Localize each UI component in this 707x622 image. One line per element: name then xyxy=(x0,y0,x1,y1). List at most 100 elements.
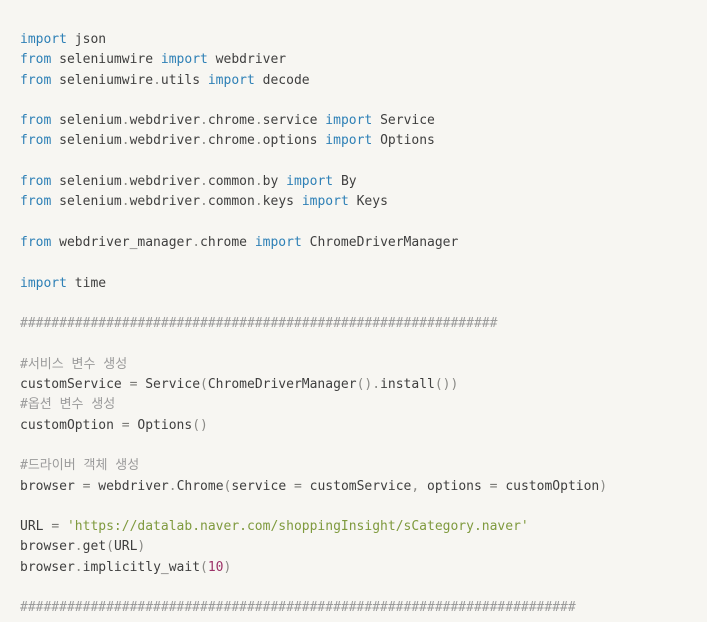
code-token-id: customService xyxy=(301,478,412,494)
code-token-punc: . xyxy=(254,194,263,210)
code-blank-line xyxy=(20,213,707,233)
code-line: URL = 'https://datalab.naver.com/shoppin… xyxy=(20,517,707,537)
code-token-str: 'https://datalab.naver.com/shoppingInsig… xyxy=(66,519,529,535)
code-token-id: implicitly_wait xyxy=(82,559,201,575)
code-token-op: = xyxy=(293,478,302,494)
code-token-kw: from xyxy=(20,72,52,88)
code-line: import time xyxy=(20,274,707,294)
code-token-punc: . xyxy=(200,113,208,129)
code-token-id: Chrome xyxy=(176,478,224,494)
code-token-punc: ( xyxy=(200,377,208,393)
code-token-kw: from xyxy=(20,52,52,68)
code-blank-line xyxy=(20,91,707,111)
code-token-id: webdriver xyxy=(129,113,201,129)
code-token-punc: . xyxy=(121,174,130,190)
code-token-kw: from xyxy=(20,194,52,210)
code-line: ########################################… xyxy=(20,314,707,334)
code-token-id: Service xyxy=(137,377,201,393)
code-token-num: 10 xyxy=(207,559,224,575)
code-token-id: seleniumwire xyxy=(51,72,154,88)
code-token-punc: . xyxy=(121,113,130,129)
code-token-id: chrome xyxy=(200,234,255,250)
code-line: from selenium.webdriver.chrome.options i… xyxy=(20,131,707,151)
code-token-id: browser xyxy=(20,559,75,575)
code-token-com: #옵션 변수 생성 xyxy=(20,397,116,413)
code-token-kw: import xyxy=(325,133,373,149)
code-token-punc: ( xyxy=(223,478,232,494)
code-token-id: Service xyxy=(372,113,435,129)
code-token-punc: . xyxy=(121,194,130,210)
code-line: from selenium.webdriver.common.keys impo… xyxy=(20,192,707,212)
code-line: from selenium.webdriver.common.by import… xyxy=(20,172,707,192)
code-token-id: webdriver xyxy=(207,52,287,68)
code-token-punc: . xyxy=(200,133,208,149)
code-token-id: browser xyxy=(20,478,83,494)
code-token-hash: ########################################… xyxy=(20,600,576,616)
code-token-punc: . xyxy=(200,174,208,190)
code-line: ########################################… xyxy=(20,598,707,618)
code-token-id xyxy=(59,519,67,534)
code-blank-line xyxy=(20,152,707,172)
code-line: customService = Service(ChromeDriverMana… xyxy=(20,375,707,395)
code-token-id: URL xyxy=(113,539,138,555)
code-token-kw: from xyxy=(20,113,52,129)
code-token-punc: () xyxy=(192,417,208,433)
code-token-id: customOption xyxy=(20,417,122,433)
code-token-id: common xyxy=(207,174,255,190)
code-token-kw: import xyxy=(286,174,334,190)
code-token-punc: ) xyxy=(599,478,608,494)
code-token-punc: . xyxy=(74,559,83,575)
code-token-id: seleniumwire xyxy=(51,52,161,68)
code-token-id: utils xyxy=(160,72,208,88)
code-token-id: webdriver xyxy=(129,174,201,190)
code-token-kw: from xyxy=(20,234,52,250)
code-token-punc: . xyxy=(254,133,263,149)
code-token-id: install xyxy=(380,377,435,393)
code-token-punc: ( xyxy=(106,539,114,555)
code-token-kw: import xyxy=(20,32,67,47)
code-line: browser = webdriver.Chrome(service = cus… xyxy=(20,477,707,497)
code-token-hash: ########################################… xyxy=(20,316,498,332)
code-token-punc: ( xyxy=(200,559,208,575)
code-token-id: customOption xyxy=(497,478,600,494)
code-line: from webdriver_manager.chrome import Chr… xyxy=(20,233,707,253)
code-token-id: customService xyxy=(20,377,130,393)
code-token-id: Options xyxy=(372,133,435,149)
code-token-id: keys xyxy=(262,194,302,210)
code-token-punc: . xyxy=(121,133,130,149)
code-blank-line xyxy=(20,253,707,273)
code-token-id: options xyxy=(262,133,326,149)
code-token-op: = xyxy=(121,417,130,433)
code-token-kw: from xyxy=(20,133,52,149)
code-token-kw: import xyxy=(20,275,67,291)
code-token-id: selenium xyxy=(51,194,122,210)
code-token-punc: . xyxy=(254,174,263,190)
code-token-id: selenium xyxy=(51,113,122,129)
code-token-id: By xyxy=(333,174,357,190)
code-token-kw: import xyxy=(325,113,373,129)
code-token-punc: . xyxy=(168,478,177,494)
code-blank-line xyxy=(20,578,707,598)
code-token-id: chrome xyxy=(207,113,255,129)
code-token-id: Options xyxy=(129,417,193,433)
code-token-com: #드라이버 객체 생성 xyxy=(20,458,140,474)
code-line: #드라이버 객체 생성 xyxy=(20,456,707,476)
code-token-kw: import xyxy=(254,234,302,250)
code-token-id: ChromeDriverManager xyxy=(207,377,357,393)
code-token-id: get xyxy=(82,539,107,555)
code-blank-line xyxy=(20,497,707,517)
code-line: import json xyxy=(20,30,707,50)
code-token-id: webdriver_manager xyxy=(51,234,193,250)
code-token-punc: . xyxy=(74,539,83,555)
code-token-id: webdriver xyxy=(129,194,201,210)
code-token-id: webdriver xyxy=(129,133,201,149)
code-line: #서비스 변수 생성 xyxy=(20,355,707,375)
code-blank-line xyxy=(20,334,707,354)
code-token-punc: . xyxy=(372,377,381,393)
code-token-id: webdriver xyxy=(90,478,169,494)
code-line: customOption = Options() xyxy=(20,416,707,436)
code-blank-line xyxy=(20,294,707,314)
code-token-punc: . xyxy=(192,234,201,250)
code-token-id: selenium xyxy=(51,174,122,190)
